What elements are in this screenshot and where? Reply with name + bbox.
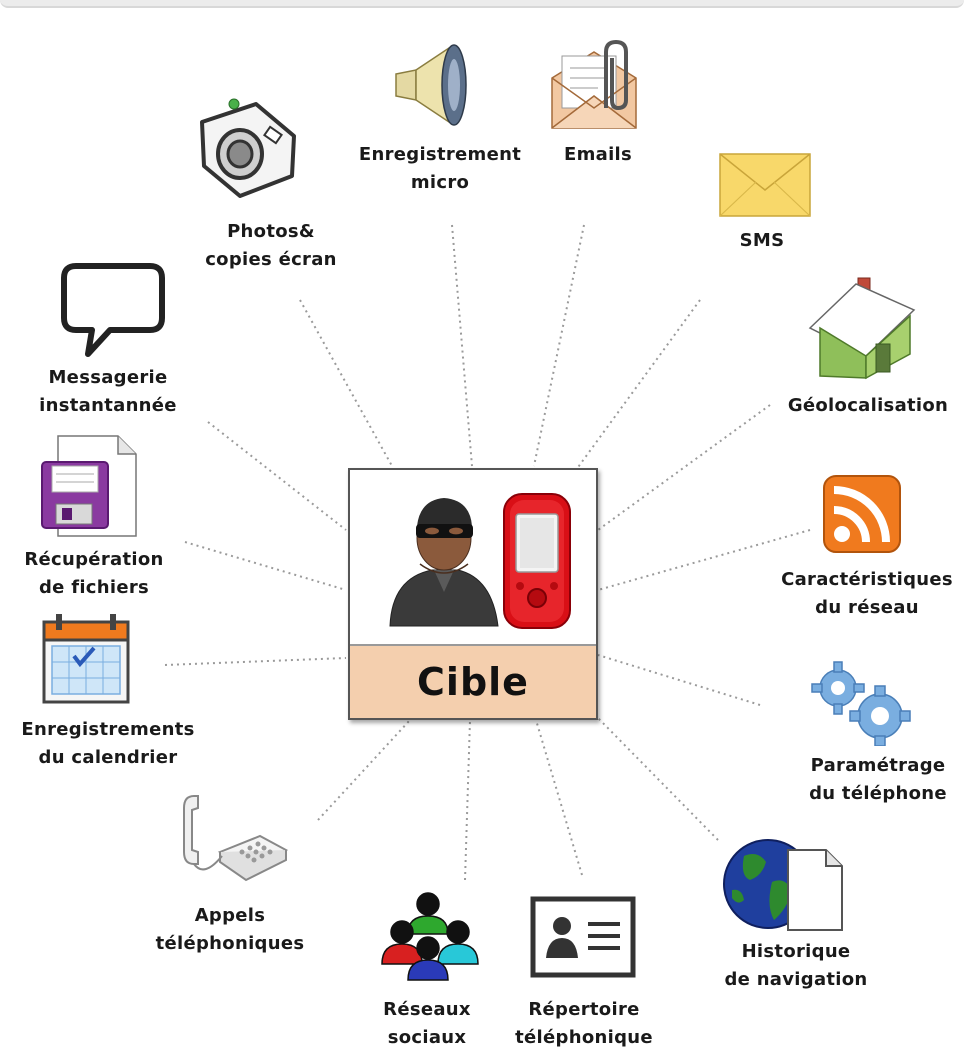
mobile-phone-icon xyxy=(503,493,571,629)
connector-sms xyxy=(575,299,701,471)
contact-card-icon xyxy=(530,896,636,978)
connector-calendrier xyxy=(164,657,347,666)
floppy-document-icon xyxy=(41,435,137,537)
connector-appels xyxy=(317,719,411,821)
camera-icon xyxy=(200,98,296,198)
center-node: Cible xyxy=(348,468,598,720)
globe-document-icon xyxy=(723,839,843,931)
connector-repertoire xyxy=(535,719,583,876)
connector-reseaux-sociaux xyxy=(464,719,471,881)
label-geoloc: Géolocalisation xyxy=(787,395,949,416)
speech-bubble-icon xyxy=(61,263,165,357)
center-label: Cible xyxy=(350,644,596,718)
gears-icon xyxy=(811,661,911,746)
label-sms: SMS xyxy=(739,230,785,251)
people-group-icon xyxy=(381,892,479,981)
desk-phone-icon xyxy=(183,795,288,882)
label-photos: Photos&copies écran xyxy=(205,221,337,270)
connector-emails xyxy=(533,224,585,467)
spy-icon xyxy=(389,493,571,629)
connector-reseau xyxy=(597,529,811,591)
speaker-icon xyxy=(395,44,467,126)
connector-fichiers xyxy=(184,541,347,591)
calendar-icon xyxy=(42,614,130,704)
connector-micro xyxy=(451,224,473,467)
email-attachment-icon xyxy=(551,39,637,129)
house-icon xyxy=(808,277,916,380)
connector-parametrage xyxy=(597,654,761,706)
connector-navigation xyxy=(597,717,719,841)
top-frame-edge xyxy=(0,0,964,8)
envelope-icon xyxy=(719,153,811,217)
rss-icon xyxy=(823,475,901,553)
connector-photos xyxy=(299,299,393,467)
connector-messagerie xyxy=(207,421,347,531)
label-emails: Emails xyxy=(563,144,633,165)
connector-geoloc xyxy=(597,404,771,531)
